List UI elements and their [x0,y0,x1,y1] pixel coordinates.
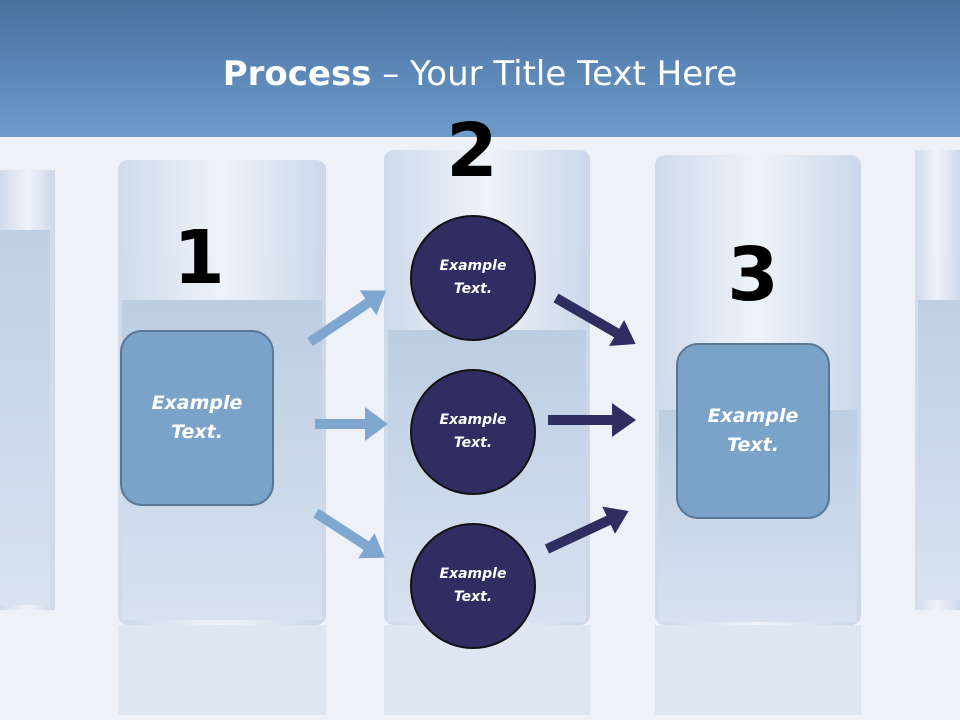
arrow-box-to-bottom [313,508,385,559]
title-rest: – Your Title Text Here [371,54,738,94]
process-box-right: Example Text. [676,343,830,519]
slide-title: Process – Your Title Text Here [0,52,960,96]
arrow-box-to-top [307,290,387,347]
step-number-3: 3 [727,232,779,318]
process-box-left: Example Text. [120,330,274,506]
arrow-middle-to-box [548,403,636,437]
title-bold: Process [222,54,372,94]
box-right-text: Example Text. [707,405,799,456]
arrow-bottom-to-box [544,506,629,554]
light-arrows [307,290,388,559]
step-number-2: 2 [446,108,498,194]
circle-bottom-text: Example Text. [439,566,507,605]
process-circle-top: Example Text. [410,215,536,341]
glass-edge-right [915,150,960,610]
process-circle-middle: Example Text. [410,369,536,495]
arrow-box-to-middle [315,407,388,441]
circle-middle-text: Example Text. [439,412,507,451]
box-left-text: Example Text. [151,392,243,443]
arrow-top-to-box [553,293,636,346]
glass-edge-left [0,170,55,610]
circle-top-text: Example Text. [439,258,507,297]
process-circle-bottom: Example Text. [410,523,536,649]
dark-arrows [544,293,636,554]
title-banner [0,0,960,137]
step-number-1: 1 [173,215,225,301]
